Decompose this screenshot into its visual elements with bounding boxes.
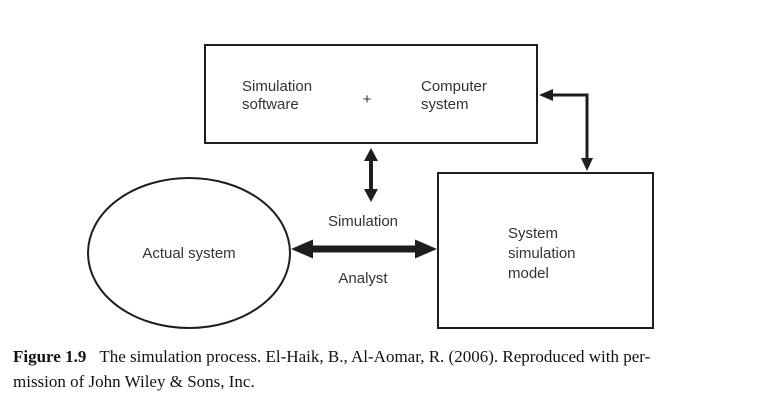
model-label-line2: simulation [508, 245, 576, 262]
simulation-process-diagram: Simulation software + Computer system Ac… [87, 44, 654, 329]
actual-model-double-arrow [291, 239, 437, 259]
figure-caption: Figure 1.9 The simulation process. El-Hai… [13, 344, 758, 394]
software-computer-box [204, 44, 538, 144]
model-label-line3: model [508, 265, 549, 282]
actual-system-label: Actual system [142, 245, 235, 262]
arrowhead-down-icon [581, 158, 593, 171]
caption-line-1: Figure 1.9 The simulation process. El-Hai… [13, 344, 758, 369]
arrowhead-down-icon [364, 189, 378, 202]
thick-double-arrow-icon [291, 239, 437, 259]
software-analyst-double-arrow [364, 148, 378, 202]
software-model-elbow-connector [539, 89, 593, 171]
software-label-line2: software [242, 96, 299, 113]
caption-line1-text: The simulation process. El-Haik, B., Al-… [99, 347, 651, 366]
arrowhead-up-icon [364, 148, 378, 161]
system-simulation-model-box [437, 172, 654, 329]
figure-number-label: Figure 1.9 [13, 347, 87, 366]
arrowhead-left-icon [539, 89, 553, 101]
computer-label-line1: Computer [421, 78, 487, 95]
software-label-line1: Simulation [242, 78, 312, 95]
caption-line-2: mission of John Wiley & Sons, Inc. [13, 372, 255, 391]
actual-system-ellipse [87, 177, 291, 329]
plus-operator: + [363, 91, 372, 108]
simulation-link-label: Simulation [328, 213, 398, 230]
model-label-line1: System [508, 225, 558, 242]
analyst-link-label: Analyst [338, 270, 388, 287]
computer-label-line2: system [421, 96, 469, 113]
